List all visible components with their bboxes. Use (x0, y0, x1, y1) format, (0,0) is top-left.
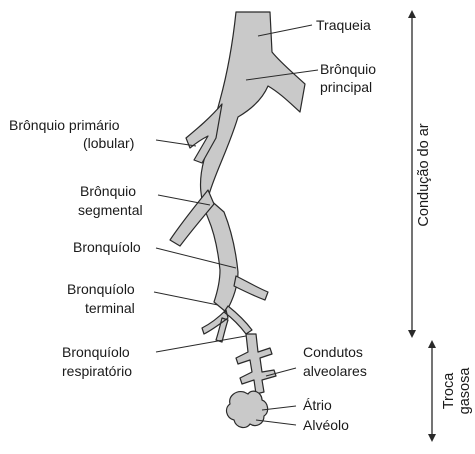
leader-bronquiolo-terminal (154, 292, 218, 305)
troca-label-1: Troca (441, 372, 457, 409)
conducao-label: Condução do ar (416, 123, 432, 226)
label-bronquio-principal-1: Brônquio (320, 61, 376, 77)
trachea-shape (201, 12, 305, 312)
label-alveolo: Alvéolo (303, 417, 349, 433)
label-atrio: Átrio (303, 397, 332, 413)
label-bronquiolo-respiratorio-1: Bronquíolo (62, 344, 130, 360)
leader-bronquiolo-respiratorio (156, 336, 246, 352)
label-bronquiolo-terminal-2: terminal (85, 300, 135, 316)
label-condutos-alveolares-2: alveolares (303, 363, 367, 379)
label-bronquio-primario-1: Brônquio primário (9, 117, 120, 133)
alveolar-sac-shape (227, 391, 268, 427)
label-bronquio-primario-2: (lobular) (83, 135, 134, 151)
alveolar-ducts-shape (236, 334, 276, 394)
bronchiole-branch-shape (234, 276, 268, 300)
label-bronquiolo: Bronquíolo (73, 239, 141, 255)
label-bronquio-principal-2: principal (320, 79, 372, 95)
label-bronquiolo-terminal-1: Bronquíolo (67, 281, 135, 297)
zone-indicators: Condução do ar Troca gasosa (412, 14, 473, 438)
label-bronquio-segmental-1: Brônquio (80, 183, 136, 199)
label-bronquiolo-respiratorio-2: respiratório (62, 363, 132, 379)
label-condutos-alveolares-1: Condutos (303, 344, 363, 360)
label-traqueia: Traqueia (316, 17, 371, 33)
label-bronquio-segmental-2: segmental (78, 202, 143, 218)
troca-label-2: gasosa (457, 367, 473, 415)
